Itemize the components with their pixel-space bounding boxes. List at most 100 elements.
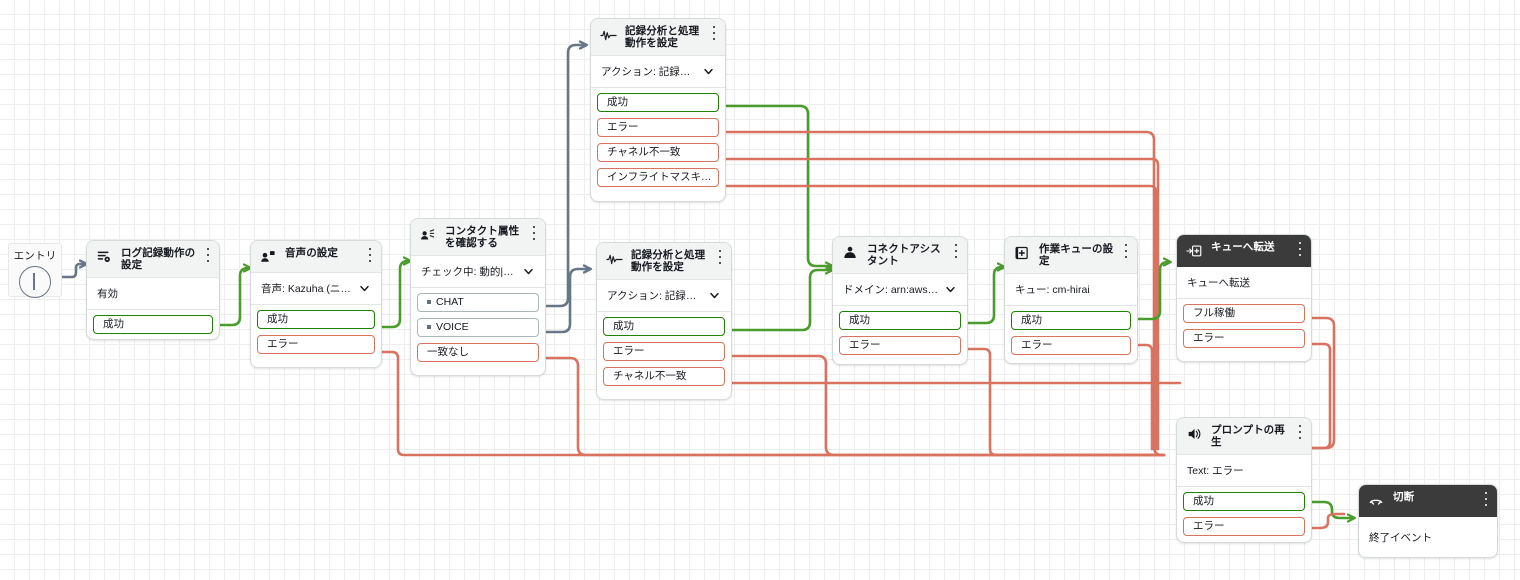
port-success[interactable]: 成功 (257, 310, 375, 329)
chevron-down-icon[interactable] (523, 266, 535, 277)
node-title: 作業キューの設定 (1039, 243, 1114, 267)
node-ports: 成功 エラー チャネル不一致 インフライトマスキング設定... (591, 88, 725, 194)
port-error[interactable]: エラー (1183, 329, 1305, 348)
node-ports: フル稼働 エラー (1177, 299, 1311, 355)
port-channel-mismatch[interactable]: チャネル不一致 (597, 143, 719, 162)
edge-recording-top-success (724, 104, 832, 266)
node-header: 切断 (1359, 485, 1497, 517)
edge-assistant-error (966, 347, 1166, 457)
port-no-match[interactable]: 一致なし (417, 343, 539, 362)
set-logging-behavior-icon (95, 248, 113, 266)
disconnect-icon (1367, 492, 1385, 510)
chevron-down-icon[interactable] (703, 66, 715, 77)
node-recording-analytics-bottom[interactable]: 記録分析と処理動作を設定 アクション: 記録と分析の... 成功 エラー チャネ… (596, 242, 732, 400)
node-disconnect[interactable]: 切断 終了イベント (1358, 484, 1498, 558)
node-body[interactable]: キュー: cm-hirai (1005, 274, 1137, 306)
node-menu-icon[interactable] (529, 226, 539, 240)
chevron-down-icon[interactable] (945, 284, 957, 295)
edge-prompt-success-to-disconnect (1310, 500, 1354, 518)
node-body-text: チェック中: 動的|システム... (421, 266, 519, 278)
port-success[interactable]: 成功 (597, 93, 719, 112)
node-menu-icon[interactable] (1481, 492, 1491, 506)
node-ports: 成功 エラー チャネル不一致 (597, 312, 731, 393)
node-title: キューへ転送 (1211, 241, 1275, 253)
node-title: 記録分析と処理動作を設定 (625, 25, 700, 49)
edge-queue-error (1136, 343, 1154, 451)
node-menu-icon[interactable] (1121, 244, 1131, 258)
entry-node[interactable]: エントリ (8, 243, 62, 298)
edge-queue-to-transfer (1136, 262, 1170, 321)
port-error[interactable]: エラー (257, 335, 375, 354)
node-header: プロンプトの再生 (1177, 418, 1311, 455)
node-body-text: ドメイン: arn:aws:wisdom... (843, 284, 941, 296)
node-menu-icon[interactable] (203, 248, 213, 262)
edge-voice-to-check (380, 261, 410, 329)
node-check-contact-attributes[interactable]: コンタクト属性を確認する チェック中: 動的|システム... CHAT VOIC… (410, 218, 546, 376)
port-success[interactable]: 成功 (1183, 492, 1305, 511)
node-body[interactable]: チェック中: 動的|システム... (411, 256, 545, 288)
node-title: コネクトアシスタント (867, 243, 941, 267)
node-menu-icon[interactable] (365, 248, 375, 262)
node-log-behavior[interactable]: ログ記録動作の設定 有効 成功 (86, 240, 220, 340)
node-connect-assistant[interactable]: コネクトアシスタント ドメイン: arn:aws:wisdom... 成功 エラ… (832, 236, 968, 365)
node-header: ログ記録動作の設定 (87, 241, 219, 278)
port-error[interactable]: エラー (839, 336, 961, 355)
node-ports: 成功 エラー (251, 305, 381, 361)
node-body[interactable]: 終了イベント (1359, 517, 1497, 557)
node-header: キューへ転送 (1177, 235, 1311, 267)
node-recording-analytics-top[interactable]: 記録分析と処理動作を設定 アクション: 記録と分析の... 成功 エラー チャネ… (590, 18, 726, 202)
entry-point-icon (19, 266, 51, 298)
node-play-prompt[interactable]: プロンプトの再生 Text: エラー 成功 エラー (1176, 417, 1312, 543)
node-body[interactable]: ドメイン: arn:aws:wisdom... (833, 274, 967, 306)
edge-voice-port-to-recording-bottom (544, 269, 590, 334)
node-title: コンタクト属性を確認する (445, 225, 520, 249)
node-body[interactable]: 有効 (87, 278, 219, 310)
node-body[interactable]: キューへ転送 (1177, 267, 1311, 299)
node-title: ログ記録動作の設定 (121, 247, 196, 271)
port-inflight-masking[interactable]: インフライトマスキング設定... (597, 168, 719, 187)
port-voice[interactable]: VOICE (417, 318, 539, 337)
set-recording-analytics-icon (599, 26, 617, 44)
node-set-working-queue[interactable]: 作業キューの設定 キュー: cm-hirai 成功 エラー (1004, 236, 1138, 364)
port-full-capacity[interactable]: フル稼働 (1183, 304, 1305, 323)
port-success[interactable]: 成功 (1011, 311, 1131, 330)
node-menu-icon[interactable] (951, 244, 961, 258)
node-header: 作業キューの設定 (1005, 237, 1137, 274)
node-transfer-to-queue[interactable]: キューへ転送 キューへ転送 フル稼働 エラー (1176, 234, 1312, 362)
node-title: 切断 (1393, 491, 1415, 503)
node-body[interactable]: アクション: 記録と分析の... (597, 280, 731, 312)
play-prompt-icon (1185, 425, 1203, 443)
port-success[interactable]: 成功 (93, 315, 213, 334)
port-error[interactable]: エラー (1011, 336, 1131, 355)
port-error[interactable]: エラー (597, 118, 719, 137)
node-voice-settings[interactable]: 音声の設定 音声: Kazuha (ニューラル:... 成功 エラー (250, 240, 382, 368)
node-ports: 成功 (87, 310, 219, 341)
port-success[interactable]: 成功 (839, 311, 961, 330)
chevron-down-icon[interactable] (359, 283, 371, 294)
node-menu-icon[interactable] (715, 250, 725, 264)
node-menu-icon[interactable] (709, 26, 719, 40)
node-body-text: Text: エラー (1187, 465, 1244, 477)
port-error[interactable]: エラー (1183, 517, 1305, 536)
port-marker-icon (427, 299, 431, 304)
chevron-down-icon[interactable] (709, 290, 721, 301)
node-menu-icon[interactable] (1295, 425, 1305, 439)
port-channel-mismatch[interactable]: チャネル不一致 (603, 367, 725, 386)
connect-assistant-icon (841, 244, 859, 262)
node-body-text: 有効 (97, 288, 118, 300)
port-chat[interactable]: CHAT (417, 293, 539, 312)
port-label: CHAT (436, 296, 464, 308)
node-ports: CHAT VOICE 一致なし (411, 288, 545, 369)
node-header: コンタクト属性を確認する (411, 219, 545, 256)
node-body-text: 音声: Kazuha (ニューラル:... (261, 283, 355, 295)
node-title: 音声の設定 (285, 247, 338, 259)
node-body[interactable]: Text: エラー (1177, 455, 1311, 487)
port-error[interactable]: エラー (603, 342, 725, 361)
node-body[interactable]: アクション: 記録と分析の... (591, 56, 725, 88)
node-body-text: アクション: 記録と分析の... (601, 66, 699, 78)
edge-assistant-to-queue (966, 267, 1004, 325)
port-success[interactable]: 成功 (603, 317, 725, 336)
node-body[interactable]: 音声: Kazuha (ニューラル:... (251, 273, 381, 305)
node-menu-icon[interactable] (1295, 242, 1305, 256)
